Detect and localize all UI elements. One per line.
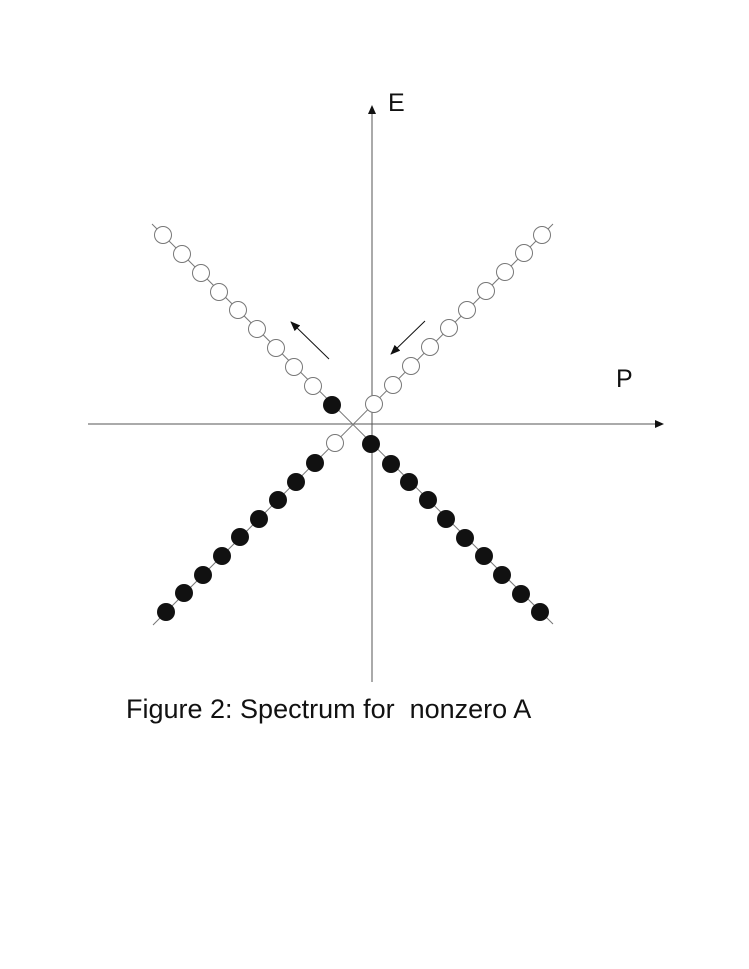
upper-left-hollow-markers <box>154 226 322 395</box>
upper-right-hollow-markers <box>365 226 551 413</box>
filled-marker <box>213 547 231 565</box>
filled-marker <box>531 603 549 621</box>
hollow-marker <box>440 319 458 337</box>
hollow-marker <box>326 434 344 452</box>
momentum-axis-arrowhead <box>655 420 664 428</box>
lower-left-markers <box>157 434 344 621</box>
filled-marker <box>250 510 268 528</box>
upper-left-direction-arrow <box>290 321 330 360</box>
filled-marker <box>456 529 474 547</box>
upper-right-direction-arrow <box>390 320 426 355</box>
hollow-marker <box>533 226 551 244</box>
filled-marker <box>475 547 493 565</box>
hollow-marker <box>248 320 266 338</box>
hollow-marker <box>365 395 383 413</box>
hollow-marker <box>210 283 228 301</box>
filled-marker <box>175 584 193 602</box>
hollow-marker <box>421 338 439 356</box>
hollow-marker <box>458 301 476 319</box>
hollow-marker <box>285 358 303 376</box>
filled-marker <box>437 510 455 528</box>
filled-marker <box>512 585 530 603</box>
filled-marker <box>493 566 511 584</box>
hollow-marker <box>192 264 210 282</box>
energy-axis-label: E <box>388 89 405 117</box>
filled-marker <box>419 491 437 509</box>
filled-marker <box>269 491 287 509</box>
filled-marker <box>231 528 249 546</box>
hollow-marker <box>304 377 322 395</box>
filled-marker <box>194 566 212 584</box>
lower-right-filled-markers <box>323 396 549 621</box>
hollow-marker <box>402 357 420 375</box>
filled-marker <box>362 435 380 453</box>
hollow-marker <box>229 301 247 319</box>
filled-marker <box>400 473 418 491</box>
hollow-marker <box>515 244 533 262</box>
filled-marker <box>287 473 305 491</box>
filled-marker <box>157 603 175 621</box>
hollow-marker <box>267 339 285 357</box>
filled-marker <box>382 455 400 473</box>
hollow-marker <box>173 245 191 263</box>
hollow-marker <box>496 263 514 281</box>
momentum-axis-label: P <box>616 365 633 393</box>
hollow-marker <box>477 282 495 300</box>
hollow-marker <box>154 226 172 244</box>
hollow-marker <box>384 376 402 394</box>
filled-marker <box>306 454 324 472</box>
filled-marker <box>323 396 341 414</box>
energy-axis-arrowhead <box>368 105 376 114</box>
figure-caption: Figure 2: Spectrum for nonzero A <box>126 694 532 724</box>
